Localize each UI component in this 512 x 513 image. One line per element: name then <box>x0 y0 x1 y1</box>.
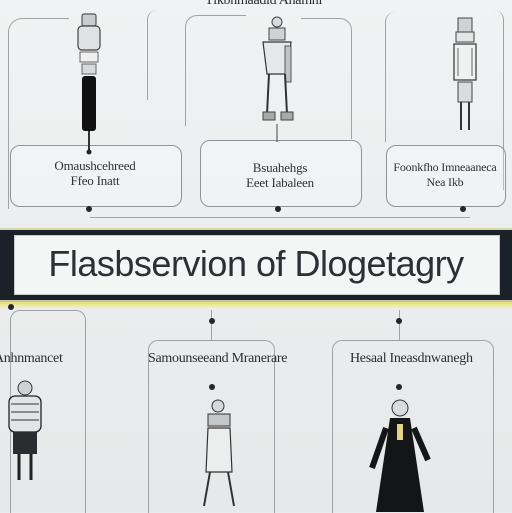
walking-figure-icon <box>203 399 235 507</box>
connector-line <box>332 340 494 513</box>
connector-node <box>460 206 466 212</box>
connector-line <box>148 340 275 513</box>
banner-panel <box>14 235 500 295</box>
banner-accent <box>0 302 512 308</box>
connector-line <box>493 10 504 190</box>
connector-line <box>90 205 280 218</box>
connector-node <box>8 304 14 310</box>
top-partial-label: Tlkbnmaadid Anamnl <box>205 0 323 8</box>
connector-line <box>147 10 188 100</box>
connector-line <box>399 310 401 340</box>
connector-line <box>280 205 470 218</box>
connector-line <box>185 15 246 126</box>
connector-line <box>385 12 406 142</box>
bottom-header-2: Samounseeand Mranerare <box>148 351 288 366</box>
cloaked-figure-icon <box>369 399 431 512</box>
top-card-1-caption: Omaushcehreed Ffeo Inatt <box>54 158 136 188</box>
connector-line <box>211 310 213 340</box>
lantern-figure-icon <box>453 17 477 130</box>
connector-node <box>396 318 402 324</box>
top-card-3-caption: Foonkfho Imneaaneca Nea Ikb <box>393 160 497 189</box>
top-card-1 <box>10 145 182 207</box>
connector-node <box>396 384 402 390</box>
top-card-2 <box>200 140 362 207</box>
top-card-3 <box>386 145 506 207</box>
armored-figure-icon <box>8 380 42 480</box>
connector-node <box>86 206 92 212</box>
torch-figure-icon <box>77 13 101 155</box>
connector-line <box>301 18 352 139</box>
bottom-header-1: Anhnmancet <box>0 351 63 366</box>
connector-node <box>209 318 215 324</box>
connector-node <box>275 206 281 212</box>
banner-title: Flasbservion of Dlogetagry <box>48 243 464 284</box>
connector-node <box>209 384 215 390</box>
top-card-2-caption: Bsuahehgs Eeet Iabaleen <box>246 160 314 190</box>
connector-line <box>8 18 69 209</box>
bottom-header-3: Hesaal Ineasdnwanegh <box>350 351 473 366</box>
robot-figure-icon <box>262 16 294 142</box>
